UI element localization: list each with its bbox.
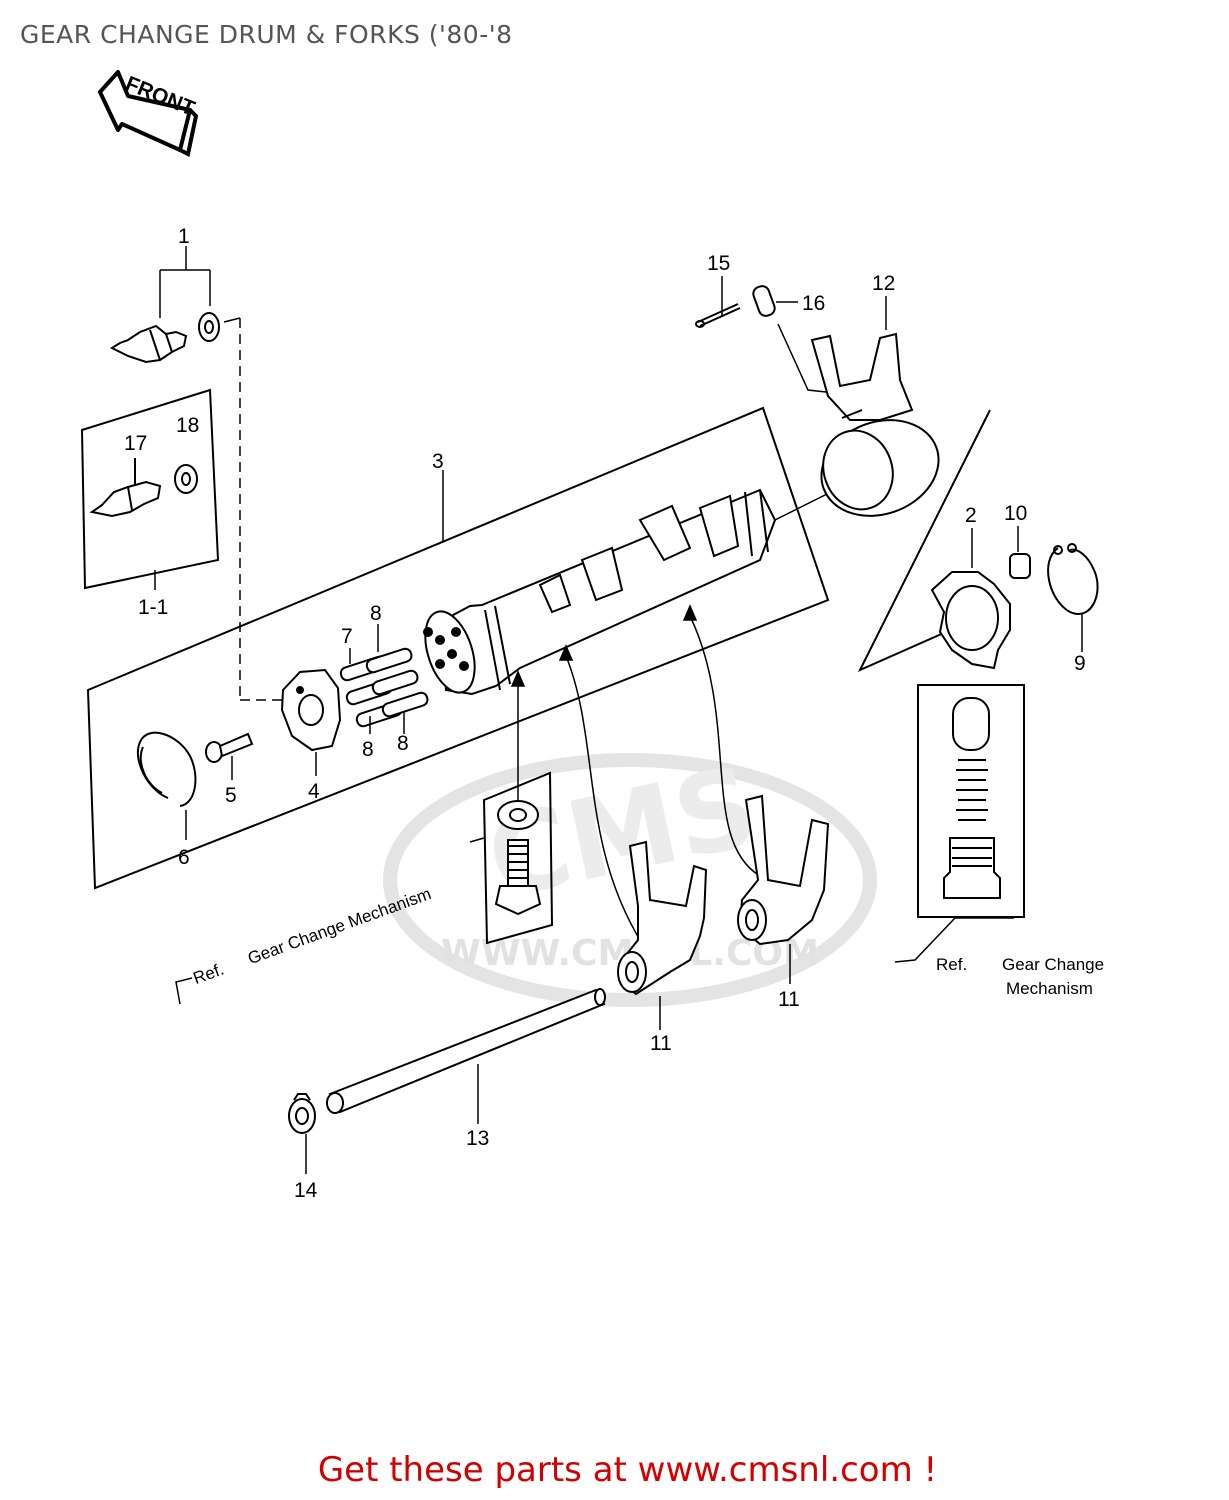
label-9: 9	[1074, 652, 1086, 675]
drum-to-fork12-leader	[774, 489, 836, 521]
ref-right-note: Ref. Gear Change Mechanism	[936, 955, 1104, 998]
drum-plate-part	[280, 668, 342, 752]
front-arrow-icon: FRONT	[98, 70, 199, 157]
footer-link-text[interactable]: Get these parts at www.cmsnl.com !	[317, 1450, 938, 1490]
label-12: 12	[872, 272, 895, 295]
fork-guide-arrows	[510, 604, 761, 941]
switch-17-part	[89, 458, 198, 518]
label-6: 6	[178, 846, 190, 869]
label-8c: 8	[397, 732, 409, 755]
circlip-9-part	[1047, 543, 1099, 615]
detent-assembly-outline	[917, 684, 1025, 918]
sub-assembly-1-1-outline	[80, 388, 220, 590]
guide-pin-16-part	[752, 285, 776, 317]
pin-10-part	[1009, 553, 1031, 579]
label-7: 7	[341, 625, 353, 648]
shift-drum-part	[423, 488, 777, 696]
label-1-1: 1-1	[138, 596, 168, 619]
label-5: 5	[225, 784, 237, 807]
shift-fork-11b-part	[737, 794, 830, 946]
ref-left-note: Ref. Gear Change Mechanism	[191, 884, 434, 988]
pin-leaders	[349, 624, 405, 734]
ref-left-ref: Ref.	[191, 960, 227, 989]
label-17: 17	[124, 432, 147, 455]
label-15: 15	[707, 252, 730, 275]
neutral-switch-part	[109, 312, 220, 364]
ref-right-line1: Gear Change	[1002, 955, 1104, 974]
ref-right-line2: Mechanism	[1006, 979, 1093, 998]
shift-fork-11a-part	[617, 840, 708, 996]
detent-plunger-part	[943, 697, 1001, 899]
page-title: GEAR CHANGE DRUM & FORKS ('80-'8	[20, 20, 513, 49]
bolt-part	[494, 800, 542, 916]
footer-link[interactable]: Get these parts at www.cmsnl.com !	[0, 1450, 1229, 1490]
shift-fork-12-part	[810, 332, 940, 517]
label-13: 13	[466, 1127, 489, 1150]
label-10: 10	[1004, 502, 1027, 525]
bolt-assembly-outline	[482, 771, 554, 945]
label-11b: 11	[778, 988, 800, 1011]
label-11a: 11	[650, 1032, 672, 1055]
circlip-part	[137, 731, 197, 807]
label-3: 3	[432, 450, 444, 473]
operating-plate-part	[930, 571, 1011, 670]
drum-pins-part	[339, 647, 429, 728]
label-18: 18	[176, 414, 199, 437]
label-2: 2	[965, 504, 977, 527]
cotter-pin-part	[695, 303, 741, 328]
label-16: 16	[802, 292, 825, 315]
fork-shaft-part	[326, 988, 606, 1114]
shaft-clip-part	[288, 1093, 316, 1134]
label-14: 14	[294, 1179, 318, 1202]
segment-panel-outline	[857, 409, 991, 673]
label-8b: 8	[362, 738, 374, 761]
drum-assembly-outline	[86, 406, 830, 890]
label-8a: 8	[370, 602, 382, 625]
part-1-leaders	[159, 246, 290, 701]
ref-right-ref: Ref.	[936, 955, 967, 974]
screw-part	[205, 732, 254, 763]
label-1: 1	[178, 225, 190, 248]
part-labels: 1 17 18 1-1 3 7 8 8 8 4 5 6 15 16 12 2 1…	[124, 225, 1086, 1202]
label-4: 4	[308, 780, 320, 803]
